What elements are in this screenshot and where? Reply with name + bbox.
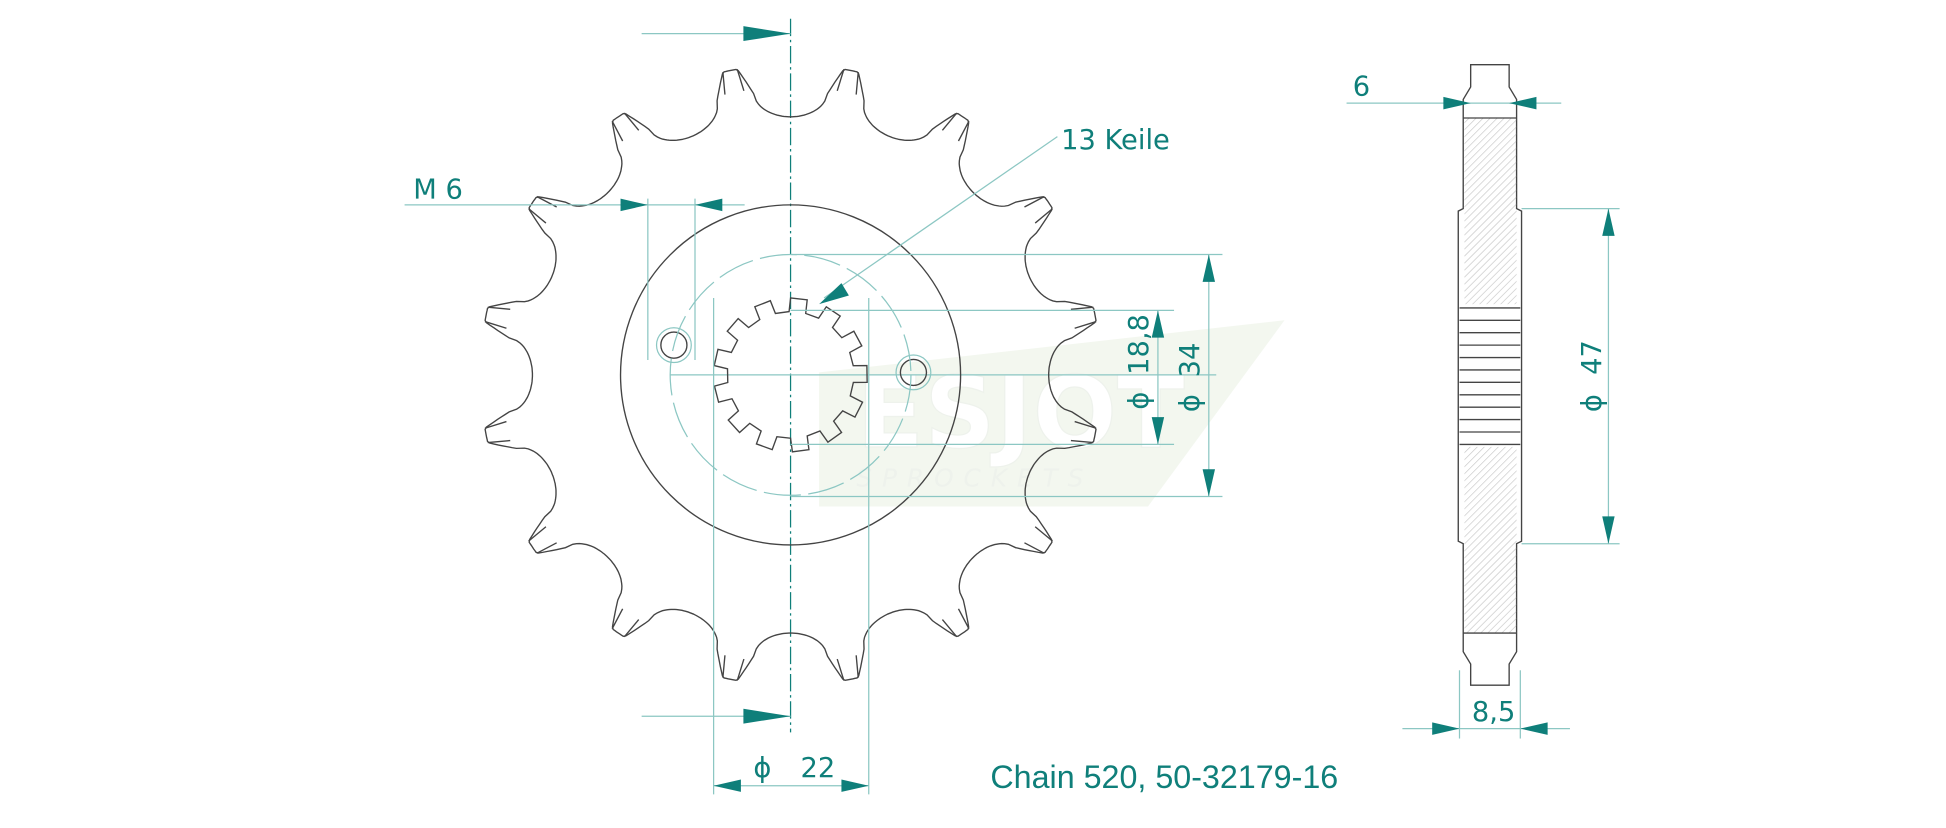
tooth-chamfer (1070, 439, 1094, 444)
tooth-chamfer (484, 420, 507, 429)
tooth-chamfer (855, 655, 859, 678)
arrow-icon (1602, 208, 1615, 236)
side-diameter: 47 (1577, 340, 1608, 375)
arrow-icon (841, 779, 869, 792)
arrow-icon (1151, 310, 1165, 338)
bore-diameter: 22 (800, 753, 835, 784)
sprocket-outline (484, 68, 1097, 682)
tooth-chamfer (1070, 306, 1094, 310)
tooth-chamfer (722, 655, 726, 678)
tooth-chamfer (1024, 195, 1045, 208)
caption: Chain 520, 50-32179-16 (990, 759, 1338, 795)
arrow-icon (743, 26, 791, 42)
hub-diameter: 34 (1175, 343, 1206, 378)
arrow-icon (713, 779, 741, 792)
tooth-chamfer (736, 69, 745, 91)
tooth-chamfer (611, 120, 624, 142)
arrow-icon (743, 708, 791, 724)
spline-bore (713, 297, 868, 453)
tooth-chamfer (623, 619, 640, 638)
tooth-chamfer (1034, 208, 1053, 224)
tooth-chamfer (1034, 526, 1053, 542)
diameter-symbol: ϕ (1577, 394, 1608, 412)
arrow-icon (1443, 96, 1471, 110)
tooth-width: 6 (1353, 72, 1370, 103)
splines-label: 13 Keile (1061, 125, 1170, 156)
tooth-chamfer (957, 608, 970, 630)
tooth-chamfer (528, 526, 547, 542)
diameter-symbol: ϕ (753, 753, 771, 784)
diameter-symbol: ϕ (1175, 394, 1206, 412)
tooth-chamfer (836, 69, 845, 91)
tooth-chamfer (484, 320, 507, 329)
bolt-hole-right (899, 358, 928, 387)
tooth-chamfer (957, 120, 970, 142)
tooth-chamfer (941, 112, 958, 131)
bolt-hole-left-thread (655, 327, 692, 364)
watermark-brand: ESJOT (856, 356, 1185, 471)
tooth-chamfer (736, 658, 745, 681)
diameter-symbol: ϕ (1124, 392, 1155, 410)
tooth-chamfer (1024, 542, 1045, 554)
arrow-icon (1602, 516, 1615, 544)
hub-width: 8,5 (1472, 697, 1515, 728)
tooth-chamfer (836, 658, 845, 681)
tooth-chamfer-marks (484, 69, 1097, 681)
arrow-icon (819, 283, 849, 305)
watermark-logo: ESJOT SPROCKETS (819, 320, 1285, 507)
watermark-sub: SPROCKETS (856, 464, 1093, 493)
tooth-chamfer (528, 208, 547, 224)
splines-leader (823, 136, 1058, 299)
side-view (1457, 63, 1523, 686)
tooth-chamfer (536, 542, 557, 554)
tooth-chamfer (1074, 320, 1097, 329)
arrow-icon (695, 198, 723, 212)
tooth-chamfer (487, 306, 511, 310)
tooth-chamfer (1074, 420, 1097, 429)
tooth-chamfer (487, 439, 511, 444)
tooth-chamfer (611, 608, 624, 630)
arrow-icon (620, 198, 648, 212)
arrow-icon (1202, 469, 1216, 497)
hub-circle (619, 204, 962, 546)
arrow-icon (1432, 722, 1460, 735)
bolt-hole-right-thread (895, 354, 932, 391)
arrow-icon (1520, 722, 1548, 735)
arrow-icon (1509, 96, 1537, 110)
tooth-chamfer (855, 72, 859, 95)
bolt-hole-left (660, 331, 688, 359)
tooth-chamfer (941, 619, 958, 638)
arrow-icon (1151, 417, 1165, 445)
thread-label: M 6 (413, 175, 463, 206)
tooth-chamfer (623, 112, 640, 131)
tooth-chamfer (722, 72, 726, 95)
spline-diameter: 18,8 (1124, 314, 1155, 375)
arrow-icon (1202, 254, 1216, 282)
